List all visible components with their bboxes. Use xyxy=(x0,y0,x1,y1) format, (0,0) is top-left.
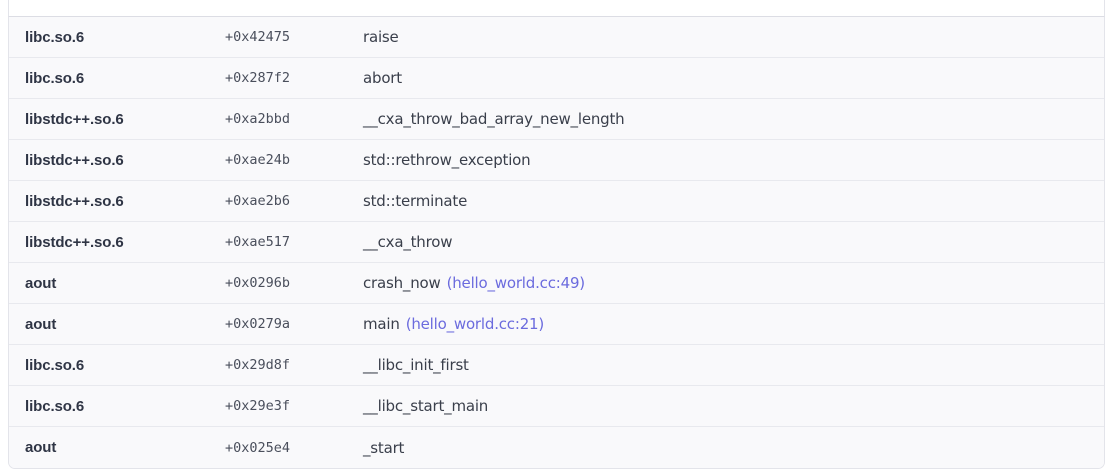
table-row[interactable]: libc.so.6 +0x29d8f __libc_init_first xyxy=(9,345,1104,386)
frame-module: aout xyxy=(25,274,57,292)
frame-module: libstdc++.so.6 xyxy=(25,233,124,251)
table-row[interactable]: libc.so.6 +0x29e3f __libc_start_main xyxy=(9,386,1104,427)
frame-symbol: _start xyxy=(363,439,1104,457)
table-row[interactable]: libc.so.6 +0x42475 raise xyxy=(9,17,1104,58)
frame-source-link[interactable]: (hello_world.cc:49) xyxy=(446,274,586,292)
frame-offset: +0xa2bbd xyxy=(225,111,291,127)
frame-symbol: raise xyxy=(363,28,1104,46)
table-row[interactable]: libstdc++.so.6 +0xae517 __cxa_throw xyxy=(9,222,1104,263)
frame-symbol: __libc_start_main xyxy=(363,397,1104,415)
frame-symbol: __cxa_throw xyxy=(363,233,1104,251)
frame-module: libc.so.6 xyxy=(25,69,85,87)
frame-offset: +0xae24b xyxy=(225,152,291,168)
frame-module: libc.so.6 xyxy=(25,28,85,46)
frame-symbol-name: crash_now xyxy=(363,274,441,292)
frame-offset: +0xae2b6 xyxy=(225,193,291,209)
table-top-cut-row xyxy=(8,0,1105,16)
frame-offset: +0x42475 xyxy=(225,29,291,45)
frame-source-link[interactable]: (hello_world.cc:21) xyxy=(405,315,545,333)
frame-offset: +0x0279a xyxy=(225,316,291,332)
frame-offset: +0x29e3f xyxy=(225,398,291,414)
frame-symbol-name: __libc_start_main xyxy=(363,397,489,415)
table-row[interactable]: aout +0x025e4 _start xyxy=(9,427,1104,468)
frame-offset: +0x287f2 xyxy=(225,70,291,86)
frame-symbol: main (hello_world.cc:21) xyxy=(363,315,1104,333)
frame-symbol: std::terminate xyxy=(363,192,1104,210)
frame-symbol-name: __libc_init_first xyxy=(363,356,469,374)
frame-offset: +0xae517 xyxy=(225,234,291,250)
frame-symbol: std::rethrow_exception xyxy=(363,151,1104,169)
frame-symbol-name: __cxa_throw_bad_array_new_length xyxy=(363,110,625,128)
table-row[interactable]: aout +0x0296b crash_now (hello_world.cc:49) xyxy=(9,263,1104,304)
table-row[interactable]: libstdc++.so.6 +0xa2bbd __cxa_throw_bad_ar… xyxy=(9,99,1104,140)
frame-module: libc.so.6 xyxy=(25,397,85,415)
table-row[interactable]: libstdc++.so.6 +0xae24b std::rethrow_excep… xyxy=(9,140,1104,181)
table-row[interactable]: libc.so.6 +0x287f2 abort xyxy=(9,58,1104,99)
frame-module: libc.so.6 xyxy=(25,356,85,374)
frame-symbol: crash_now (hello_world.cc:49) xyxy=(363,274,1104,292)
frame-module: libstdc++.so.6 xyxy=(25,192,124,210)
frame-symbol: abort xyxy=(363,69,1104,87)
frame-symbol: __libc_init_first xyxy=(363,356,1104,374)
frame-symbol-name: __cxa_throw xyxy=(363,233,453,251)
frame-symbol-name: std::terminate xyxy=(363,192,468,210)
frame-symbol-name: std::rethrow_exception xyxy=(363,151,531,169)
frame-symbol-name: main xyxy=(363,315,400,333)
frame-symbol-name: raise xyxy=(363,28,399,46)
frame-symbol-name: abort xyxy=(363,69,402,87)
frame-offset: +0x29d8f xyxy=(225,357,291,373)
table-row[interactable]: aout +0x0279a main (hello_world.cc:21) xyxy=(9,304,1104,345)
table-row[interactable]: libstdc++.so.6 +0xae2b6 std::terminate xyxy=(9,181,1104,222)
frame-offset: +0x0296b xyxy=(225,275,291,291)
frame-module: aout xyxy=(25,315,57,333)
frame-symbol-name: _start xyxy=(363,438,405,457)
frame-module: aout xyxy=(25,439,57,456)
stack-trace-table: libc.so.6 +0x42475 raise libc.so.6 +0x287f2 a… xyxy=(8,16,1105,469)
frame-module: libstdc++.so.6 xyxy=(25,110,124,128)
frame-symbol: __cxa_throw_bad_array_new_length xyxy=(363,110,1104,128)
frame-offset: +0x025e4 xyxy=(225,439,291,456)
frame-module: libstdc++.so.6 xyxy=(25,151,124,169)
